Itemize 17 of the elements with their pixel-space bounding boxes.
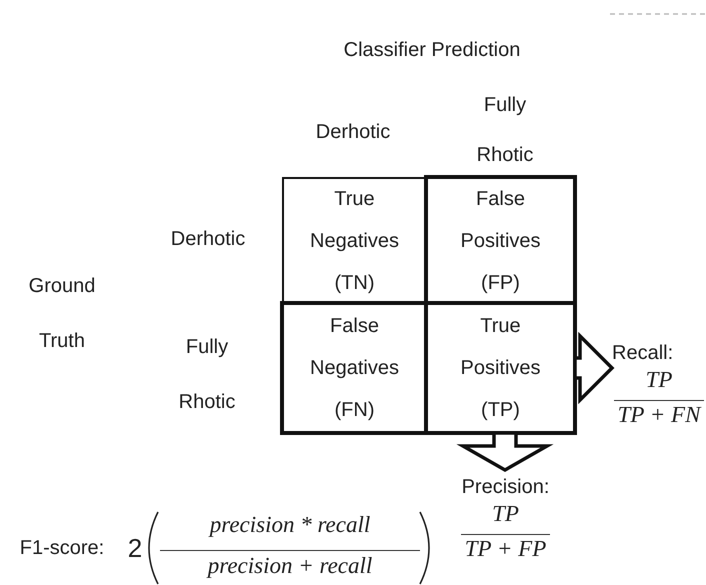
formula-numerator: precision * recall: [208, 511, 372, 539]
axis-title: Classifier Prediction: [342, 38, 522, 63]
formula-numerator: TP: [491, 500, 520, 528]
formula-denominator: precision + recall: [160, 550, 420, 581]
row-header: Fully Rhotic: [178, 335, 236, 415]
column-header: Fully Rhotic: [476, 93, 534, 168]
matrix-cell: True Negatives (TN): [282, 177, 427, 304]
formula-denominator: TP + FP: [460, 534, 550, 563]
formula-denominator: TP + FN: [614, 400, 704, 429]
axis-title: Ground Truth: [28, 274, 96, 354]
formula-coefficient: 2: [126, 534, 144, 562]
metric-label: Recall:: [612, 341, 674, 366]
formula-label: F1-score:: [18, 536, 106, 561]
row-header: Derhotic: [170, 227, 246, 252]
formula-numerator: TP: [644, 366, 674, 394]
column-header: Derhotic: [314, 120, 392, 145]
metric-label: Precision:: [462, 475, 550, 500]
